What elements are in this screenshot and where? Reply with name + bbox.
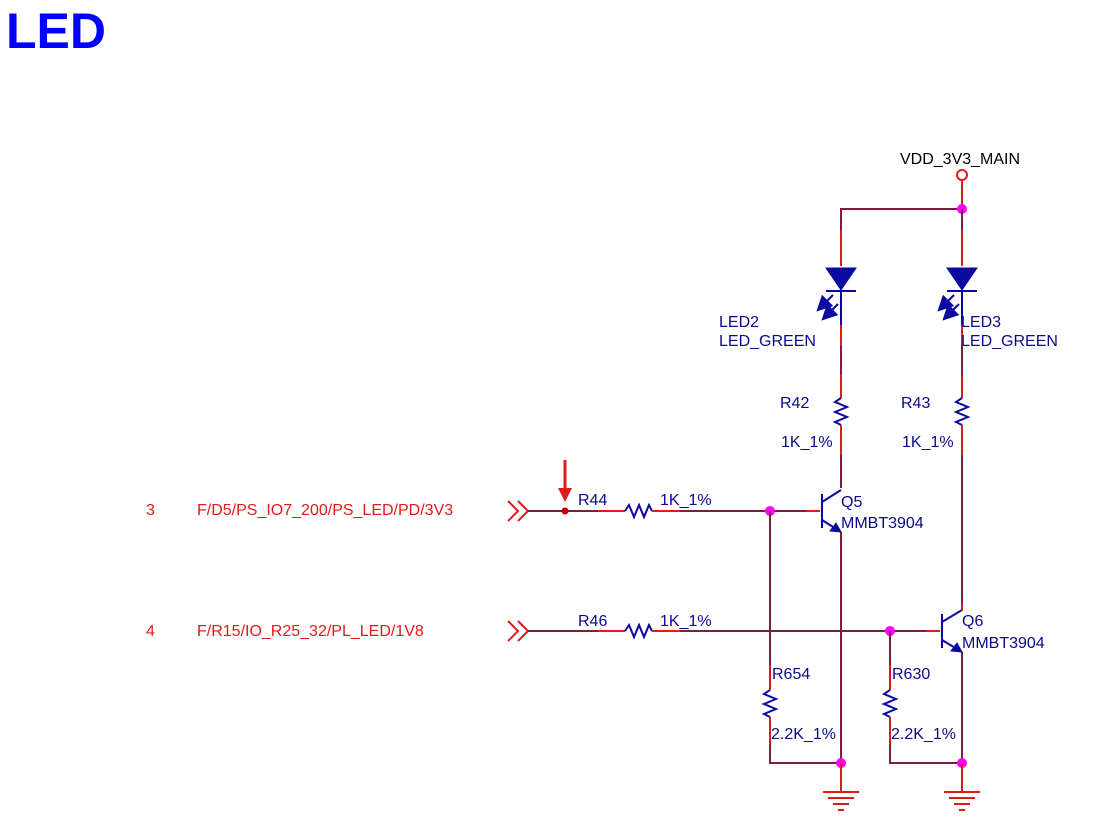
led2-value: LED_GREEN <box>719 333 816 350</box>
offpage-connector-icon <box>507 500 520 522</box>
transistor-q5: Q5 MMBT3904 <box>806 489 924 763</box>
resistor-icon <box>624 502 653 520</box>
probe-point <box>561 507 569 515</box>
net-3-pin-number: 3 <box>146 502 155 519</box>
top-bus-wire <box>840 204 967 230</box>
resistor-icon <box>761 689 779 718</box>
r46-ref: R46 <box>578 613 607 630</box>
resistor-icon <box>881 689 899 718</box>
r46-value: 1K_1% <box>660 613 712 630</box>
light-emission-icon <box>937 294 955 312</box>
power-rail-label: VDD_3V3_MAIN <box>900 151 1020 168</box>
resistor-icon <box>624 622 653 640</box>
led3: LED3 LED_GREEN <box>937 230 1058 350</box>
r44-value: 1K_1% <box>660 492 712 509</box>
resistor-r43: R43 1K_1% <box>901 345 971 604</box>
net-3-row: 3 F/D5/PS_IO7_200/PS_LED/PD/3V3 R44 1K_1… <box>146 460 806 522</box>
diode-icon <box>825 267 857 291</box>
q6-ref: Q6 <box>962 613 983 630</box>
resistor-icon <box>832 397 850 426</box>
transistor-q6: Q6 MMBT3904 <box>926 604 1045 763</box>
r654-ref: R654 <box>772 666 810 683</box>
r44-ref: R44 <box>578 492 607 509</box>
ground-symbol-right <box>944 763 980 811</box>
r630-value: 2.2K_1% <box>891 726 956 743</box>
q5-value: MMBT3904 <box>841 515 924 532</box>
led2: LED2 LED_GREEN <box>719 230 857 350</box>
offpage-connector-icon <box>507 620 520 642</box>
resistor-icon <box>953 397 971 426</box>
r42-ref: R42 <box>780 395 809 412</box>
net-3-name[interactable]: F/D5/PS_IO7_200/PS_LED/PD/3V3 <box>197 502 453 519</box>
r42-value: 1K_1% <box>781 434 833 451</box>
r43-value: 1K_1% <box>902 434 954 451</box>
q5-ref: Q5 <box>841 494 862 511</box>
page-title: LED <box>6 3 106 59</box>
net-4-pin-number: 4 <box>146 623 155 640</box>
resistor-r654: R654 2.2K_1% <box>761 511 846 768</box>
led3-value: LED_GREEN <box>961 333 1058 350</box>
power-port-icon <box>956 169 968 181</box>
net-4-row: 4 F/R15/IO_R25_32/PL_LED/1V8 R46 1K_1% <box>146 613 926 642</box>
r630-ref: R630 <box>892 666 930 683</box>
q6-value: MMBT3904 <box>962 635 1045 652</box>
led3-ref: LED3 <box>961 314 1001 331</box>
resistor-r630: R630 2.2K_1% <box>881 631 967 768</box>
power-rail-vdd-3v3-main: VDD_3V3_MAIN <box>900 151 1020 209</box>
light-emission-icon <box>816 294 834 312</box>
r43-ref: R43 <box>901 395 930 412</box>
ground-symbol-left <box>823 763 859 811</box>
r654-value: 2.2K_1% <box>771 726 836 743</box>
led2-ref: LED2 <box>719 314 759 331</box>
resistor-r42: R42 1K_1% <box>780 345 850 488</box>
net-4-name[interactable]: F/R15/IO_R25_32/PL_LED/1V8 <box>197 623 424 640</box>
diode-icon <box>946 267 978 291</box>
